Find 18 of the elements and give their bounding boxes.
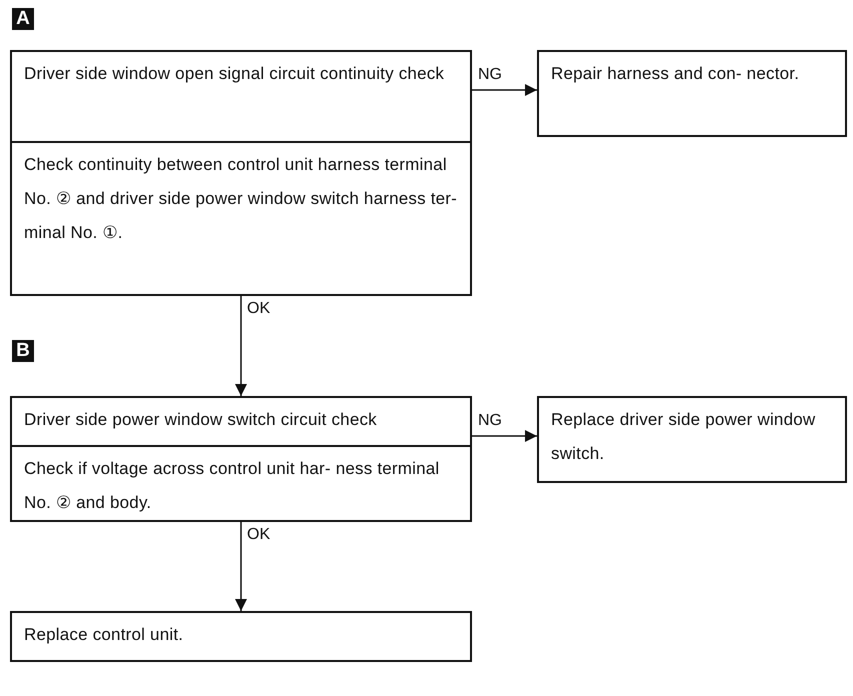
arrow	[235, 522, 247, 611]
step-description: Check if voltage across control unit har- ness terminal No. ② and body.	[12, 445, 470, 528]
process-box	[10, 611, 472, 662]
arrow	[472, 84, 537, 96]
process-box	[10, 50, 472, 296]
step-heading: Driver side window open signal circuit continuity check	[23, 63, 446, 85]
step-letter: B	[12, 340, 34, 362]
arrow	[235, 296, 247, 396]
step-description: Check continuity between control unit harness terminal No. ② and driver side power window switch harness ter- minal No. ①.	[12, 141, 470, 258]
process-box	[537, 396, 847, 483]
arrow	[472, 430, 537, 442]
process-box	[537, 50, 847, 137]
process-box	[10, 396, 472, 522]
step-heading: Replace driver side power window switch.	[550, 409, 816, 465]
step-heading: Driver side power window switch circuit check	[23, 409, 378, 431]
step-heading: Repair harness and con- nector.	[550, 63, 800, 85]
step-letter: A	[12, 8, 34, 30]
step-heading: Replace control unit.	[23, 624, 184, 646]
